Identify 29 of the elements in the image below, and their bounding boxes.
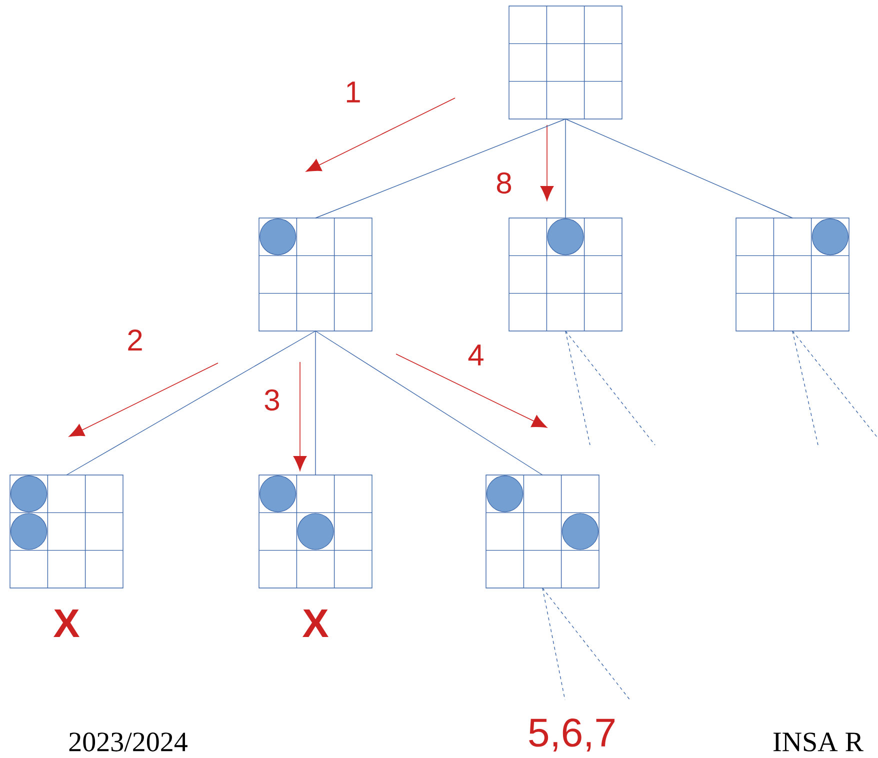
- dashed-line: [565, 330, 590, 446]
- footer-text: INSA R: [774, 732, 864, 752]
- tree-line: [315, 330, 316, 476]
- footer-text: 2023/2024: [69, 732, 188, 752]
- cross-mark: X: [302, 610, 328, 638]
- tree-line: [565, 118, 566, 218]
- dashed-line: [792, 330, 878, 438]
- cross-mark: X: [54, 610, 80, 638]
- step-number: 3: [264, 389, 280, 411]
- step-number: 5,6,7: [529, 718, 614, 752]
- dashed-line: [792, 330, 818, 446]
- step-number: 2: [128, 330, 142, 350]
- grid-board: [736, 218, 850, 332]
- step-number: 8: [496, 172, 512, 194]
- step-number: 1: [346, 82, 360, 102]
- grid-board: [10, 474, 124, 588]
- grid-board: [258, 218, 372, 332]
- grid-board: [486, 474, 600, 588]
- tree-line: [315, 330, 543, 476]
- grid-board: [508, 218, 622, 332]
- grid-board: [258, 474, 372, 588]
- step-number: 4: [468, 344, 484, 366]
- dashed-line: [542, 588, 566, 700]
- dashed-line: [542, 588, 630, 700]
- grid-board: [508, 6, 622, 120]
- tree-line: [66, 330, 316, 476]
- dashed-line: [565, 330, 656, 446]
- tree-line: [315, 118, 566, 218]
- tree-line: [565, 118, 793, 218]
